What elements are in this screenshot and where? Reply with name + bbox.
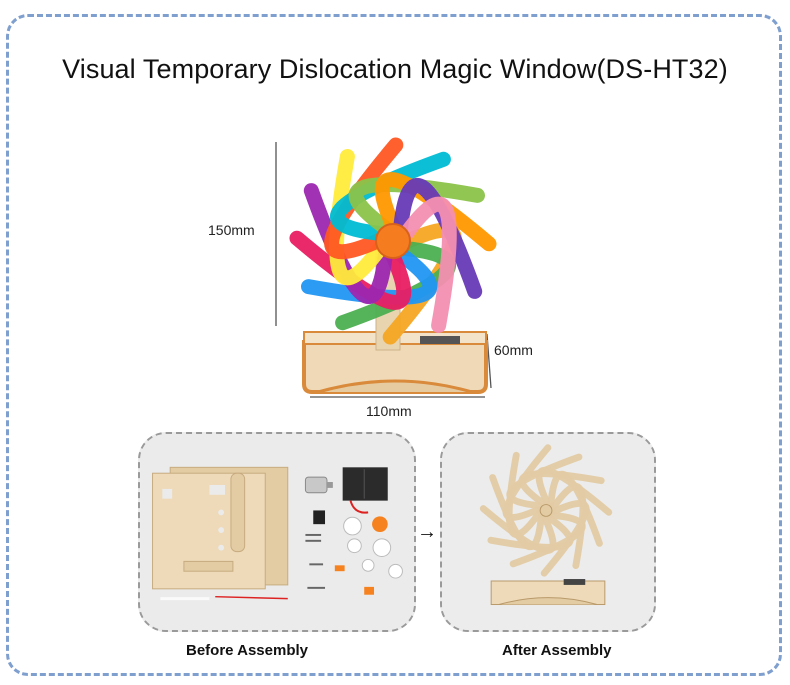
depth-label: 60mm — [494, 342, 533, 358]
wheel-petal — [505, 451, 544, 538]
after-assembly-caption: After Assembly — [502, 642, 612, 659]
arrow-icon: → — [417, 521, 437, 543]
width-label: 110mm — [366, 403, 412, 419]
before-assembly-caption: Before Assembly — [186, 642, 308, 659]
screws — [305, 533, 326, 589]
assembled-base — [490, 579, 606, 606]
after-assembly-panel — [440, 432, 656, 632]
switch — [313, 510, 326, 525]
wire-red — [215, 595, 288, 600]
wooden-boards — [152, 466, 289, 590]
color-wheel — [289, 137, 497, 345]
page-title: Visual Temporary Dislocation Magic Windo… — [62, 54, 728, 84]
dashed-frame — [6, 14, 782, 676]
wheel-petal — [329, 149, 392, 286]
wheel-petal — [301, 242, 438, 305]
wheel-petal — [489, 474, 545, 551]
wheel-petal — [548, 483, 587, 570]
wheel-petal — [348, 177, 485, 240]
wheel-petal — [303, 183, 394, 304]
wheel-petal — [392, 178, 483, 299]
height-label: 150mm — [208, 222, 255, 238]
wheel-petal — [506, 453, 583, 510]
wheel-petal — [374, 172, 497, 252]
wheel-petal — [547, 470, 603, 547]
battery-box — [342, 467, 388, 514]
wheel-hub — [375, 223, 411, 259]
wheel-petal — [487, 513, 574, 551]
wheel-petal — [394, 196, 457, 333]
wheel-petal — [535, 466, 613, 516]
wheel-petal — [502, 444, 552, 521]
product-hero: 150mm 60mm 110mm — [208, 137, 533, 419]
wheel-petal — [324, 137, 404, 260]
wheel-petal — [518, 470, 605, 508]
before-assembly-panel — [138, 432, 416, 632]
wheel-petal — [289, 230, 412, 310]
wheel-petal — [330, 151, 451, 242]
wheel-petal — [479, 505, 557, 554]
assembled-wheel — [479, 444, 613, 577]
gears — [334, 516, 403, 595]
motor — [304, 476, 333, 494]
